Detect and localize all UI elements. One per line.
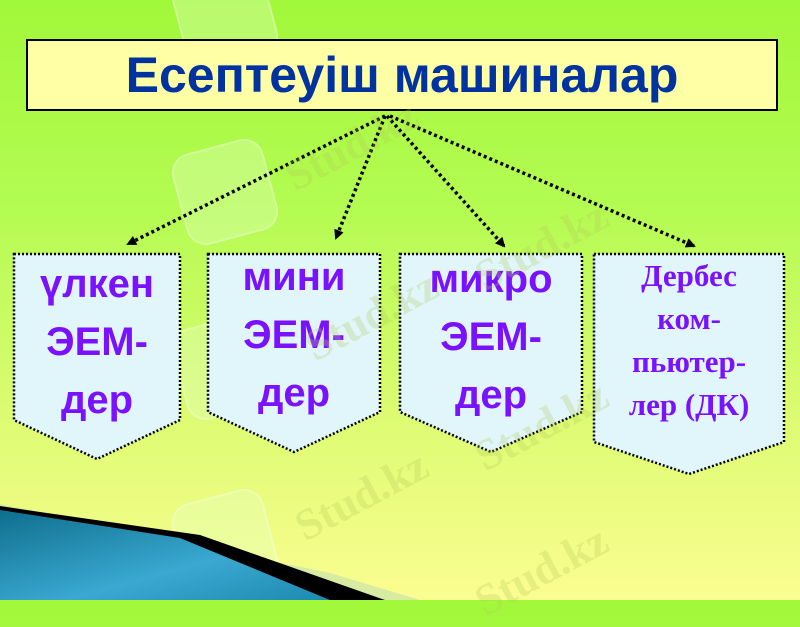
box-text-line: пьютер- (631, 344, 747, 379)
box-text-line: үлкен (39, 262, 155, 306)
arrow-to-box-4 (389, 114, 696, 248)
box-text-line: микро (429, 257, 553, 301)
arrow-to-box-2 (334, 115, 387, 240)
title-box: Есептеуіш машиналар (26, 39, 778, 111)
box-text-line: дер (257, 371, 331, 415)
category-box-personal-computers: Дербес ком- пьютер- лер (ДК) (592, 252, 788, 477)
corner-swoosh-decoration (0, 504, 420, 600)
slide-title: Есептеуіш машиналар (125, 47, 679, 103)
box-text-line: лер (ДК) (628, 387, 750, 422)
box-text-line: дер (60, 378, 134, 422)
box-text-line: мини (242, 255, 346, 299)
box-text-line: ЭЕМ- (440, 315, 542, 359)
category-box-mini-computers: мини ЭЕМ- дер (206, 252, 382, 462)
box-text-line: ЭЕМ- (243, 313, 345, 357)
box-text-line: ЭЕМ- (46, 320, 148, 364)
connector-arrows (126, 114, 696, 248)
box-text-line: Дербес (641, 258, 737, 293)
arrow-to-box-3 (385, 114, 506, 248)
category-box-micro-computers: микро ЭЕМ- дер (398, 252, 588, 462)
box-text-line: ком- (657, 301, 721, 336)
box-text-line: дер (454, 373, 528, 417)
category-box-large-computers: үлкен ЭЕМ- дер (12, 252, 182, 462)
